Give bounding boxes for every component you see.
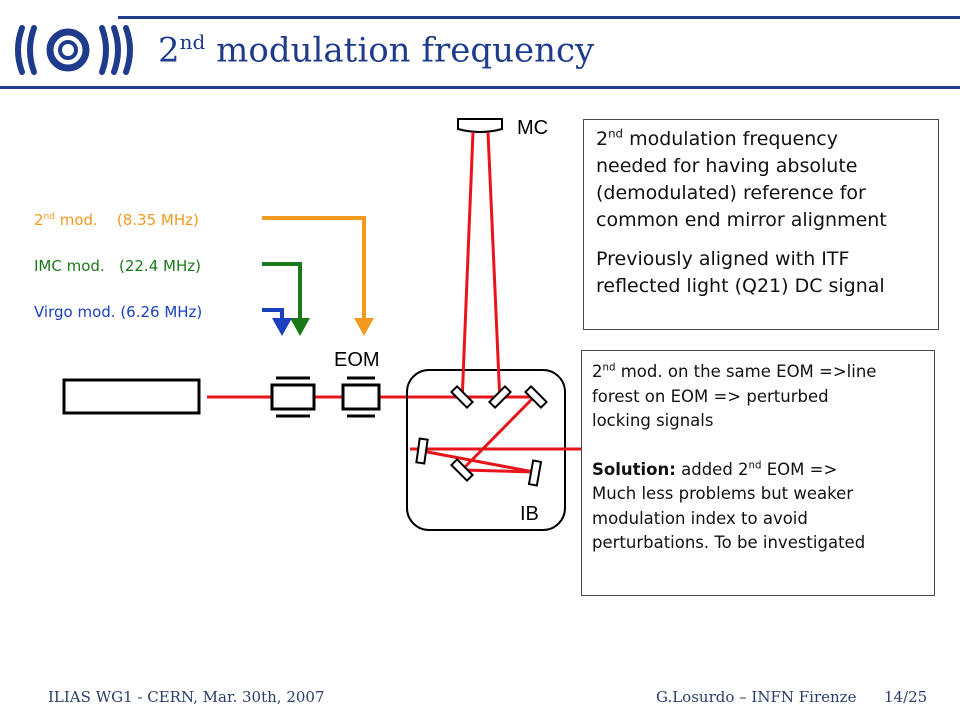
solution-label: Solution: [592,459,676,479]
imc-mod-line [262,262,302,320]
info-box-solution: 2nd mod. on the same EOM =>line forest o… [581,350,935,596]
mirror-6 [527,459,543,487]
info-box-2-line: Solution: added 2nd EOM => [592,459,838,479]
page-title: 2nd modulation frequency [158,30,595,71]
footer-page-number: 14/25 [884,688,928,706]
mode-cleaner-mirror [457,118,503,133]
optical-layout-diagram: EOM IB MC 2nd mod. ( [34,117,634,531]
laser-source [62,378,201,415]
footer-author: G.Losurdo – INFN Firenze [656,688,857,706]
mc-beam-in [460,131,475,404]
mc-beam-out [486,131,502,404]
mc-label: MC [517,117,548,139]
mirror-4 [415,437,429,465]
info-box-2-line: locking signals [592,411,714,430]
eom-2 [341,376,381,418]
info-box-2-line: forest on EOM => perturbed [592,386,829,406]
ib-beam-3 [421,449,535,474]
info-box-reference: 2nd modulation frequency needed for havi… [583,119,939,330]
info-box-1-line: common end mirror alignment [596,209,887,231]
info-box-1-line: Previously aligned with ITF [596,248,850,270]
info-box-1-line: reflected light (Q21) DC signal [596,275,885,297]
info-box-1-line: needed for having absolute [596,155,858,177]
footer-event: ILIAS WG1 - CERN, Mar. 30th, 2007 [48,688,325,706]
ib-beam-1 [460,395,536,472]
virgo-mod-arrowhead [272,318,292,336]
mirror-5 [449,457,475,483]
virgo-mod-label: Virgo mod. (6.26 MHz) [34,303,202,321]
header-top-rule [118,16,960,19]
info-box-2-line: Much less problems but weaker [592,484,854,503]
mirror-2 [487,384,513,410]
info-box-2-line: 2nd mod. on the same EOM =>line [592,362,877,381]
info-box-1-line: (demodulated) reference for [596,182,866,204]
imc-mod-label: IMC mod. (22.4 MHz) [34,257,201,275]
second-mod-label: 2nd mod. (8.35 MHz) [34,211,199,229]
eom-label: EOM [334,349,380,371]
info-box-2-line: perturbations. To be investigated [592,533,866,552]
imc-mod-arrowhead [290,318,310,336]
second-mod-line [262,216,366,320]
info-box-1-line: 2nd modulation frequency [596,126,838,150]
header-bottom-rule [0,86,960,89]
ib-beam-2 [461,468,535,474]
mirror-3 [523,384,549,410]
virgo-logo [15,25,133,75]
ib-label: IB [520,503,539,525]
info-box-2-line: modulation index to avoid [592,508,808,528]
virgo-mod-line [262,308,284,320]
mirror-1 [449,384,475,410]
second-mod-arrowhead [354,318,374,336]
eom-1 [270,376,316,418]
